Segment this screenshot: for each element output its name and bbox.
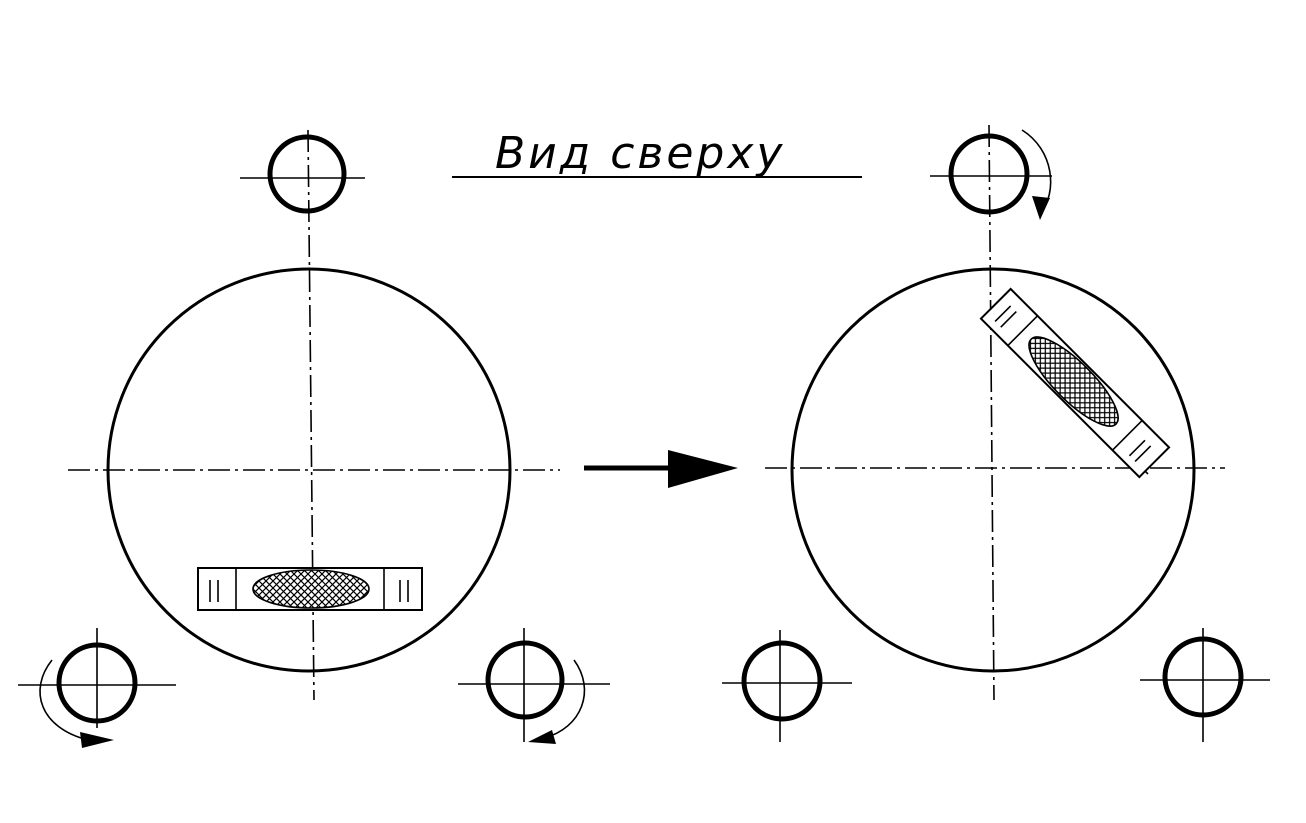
level-bubble xyxy=(1028,336,1119,427)
right-spirit-level xyxy=(979,287,1171,479)
right-bottom-left-support xyxy=(722,630,852,742)
curved-arrow-icon xyxy=(39,659,114,748)
level-bubble xyxy=(252,569,370,609)
right-arrow-icon xyxy=(584,450,738,488)
left-vertical-axis xyxy=(307,129,315,701)
curved-arrow-icon xyxy=(528,659,586,744)
right-top-support xyxy=(930,129,1052,220)
level-body xyxy=(979,287,1171,479)
right-bottom-right-support xyxy=(1140,628,1270,742)
title-group: Вид сверху xyxy=(452,128,862,179)
support-circle xyxy=(741,640,823,722)
right-view xyxy=(722,124,1270,742)
left-spirit-level xyxy=(197,567,423,611)
left-top-support xyxy=(240,134,365,214)
support-circle xyxy=(267,134,347,214)
left-table-circle xyxy=(106,267,512,673)
right-vertical-axis xyxy=(988,124,995,701)
left-bottom-right-support xyxy=(458,628,610,744)
diagram-title: Вид сверху xyxy=(495,128,785,179)
right-table-circle xyxy=(790,267,1196,673)
support-circle xyxy=(948,133,1030,215)
curved-arrow-icon xyxy=(1021,129,1052,220)
left-view xyxy=(18,129,610,748)
left-bottom-left-support xyxy=(18,628,176,748)
support-circle xyxy=(485,640,565,720)
